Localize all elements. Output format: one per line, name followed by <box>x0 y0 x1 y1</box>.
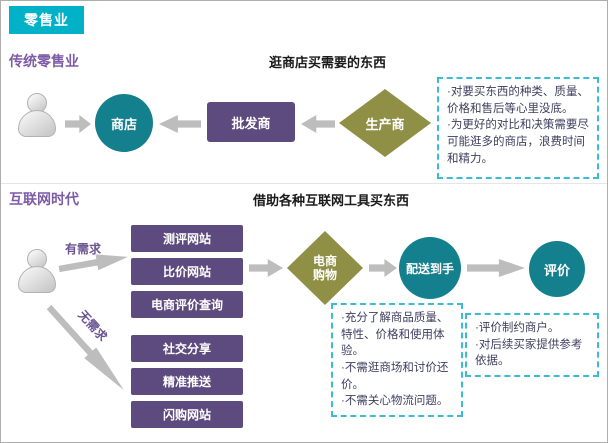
tool-label: 精准推送 <box>162 375 211 389</box>
review-node: 评价 <box>529 241 585 297</box>
tool-ecommerce-review-query: 电商评价查询 <box>131 291 243 318</box>
section-title-traditional: 传统零售业 <box>9 53 79 69</box>
consumer-body-icon <box>18 110 56 137</box>
wholesaler-label: 批发商 <box>231 115 271 131</box>
arrow-shopping-to-delivery <box>369 259 397 277</box>
traditional-note-box: ·对要买东西的种类、质量、价格和售后等心里没底。 ·为更好的对比和决策需要尽可能… <box>437 77 599 179</box>
note-bullet: ·充分了解商品质量、特性、价格和使用体验。 <box>341 312 449 358</box>
wholesaler-node: 批发商 <box>207 102 295 142</box>
tool-label: 社交分享 <box>162 342 211 356</box>
note-bullet: ·对后续买家提供参考依据。 <box>475 338 583 368</box>
section-subtitle-traditional: 逛商店买需要的东西 <box>269 55 387 70</box>
tool-label: 电商评价查询 <box>150 298 223 312</box>
consumer-icon <box>13 249 61 293</box>
retail-badge: 零售业 <box>9 6 84 34</box>
tool-flash-sale-sites: 闪购网站 <box>131 401 243 428</box>
section-divider <box>1 183 607 184</box>
arrow-delivery-to-review <box>467 259 525 277</box>
consumer-body-icon <box>18 266 56 293</box>
producer-node: 生产商 <box>339 89 431 157</box>
delivery-label: 配送到手 <box>405 261 454 276</box>
arrow-consumer-to-store <box>65 115 91 133</box>
consumer-icon <box>13 93 61 137</box>
arrow-wholesaler-to-store <box>159 115 201 133</box>
note-bullet: ·为更好的对比和决策需要尽可能逛多的商店，浪费时间和精力。 <box>447 119 589 165</box>
store-label: 商店 <box>110 116 137 132</box>
section-subtitle-internet: 借助各种互联网工具买东西 <box>253 193 410 208</box>
review-note-box: ·评价制约商户。 ·对后续买家提供参考依据。 <box>465 313 599 378</box>
section-title-internet: 互联网时代 <box>9 191 79 207</box>
ecommerce-shopping-node: 电商购物 <box>287 231 363 305</box>
delivery-node: 配送到手 <box>399 237 461 299</box>
review-label: 评价 <box>543 262 570 278</box>
tool-social-sharing: 社交分享 <box>131 335 243 362</box>
tool-price-compare-sites: 比价网站 <box>131 258 243 285</box>
demand-arrow-label: 有需求 <box>65 242 102 256</box>
tool-review-sites: 测评网站 <box>131 225 243 252</box>
tool-label: 闪购网站 <box>162 408 211 422</box>
shopping-note-box: ·充分了解商品质量、特性、价格和使用体验。 ·不需逛商场和讨价还价。 ·不需关心… <box>331 303 463 418</box>
note-bullet: ·对要买东西的种类、质量、价格和售后等心里没底。 <box>447 86 589 115</box>
note-bullet: ·评价制约商户。 <box>475 322 560 334</box>
note-bullet: ·不需关心物流问题。 <box>341 395 449 408</box>
tool-precise-push: 精准推送 <box>131 368 243 395</box>
store-node: 商店 <box>95 94 153 152</box>
arrow-producer-to-wholesaler <box>301 115 335 133</box>
arrow-tools-to-shopping <box>249 259 283 277</box>
ecommerce-shopping-label: 电商购物 <box>312 253 337 282</box>
note-bullet: ·不需逛商场和讨价还价。 <box>341 362 449 391</box>
tool-label: 比价网站 <box>162 265 211 279</box>
producer-label: 生产商 <box>365 116 405 132</box>
tool-label: 测评网站 <box>162 232 211 246</box>
